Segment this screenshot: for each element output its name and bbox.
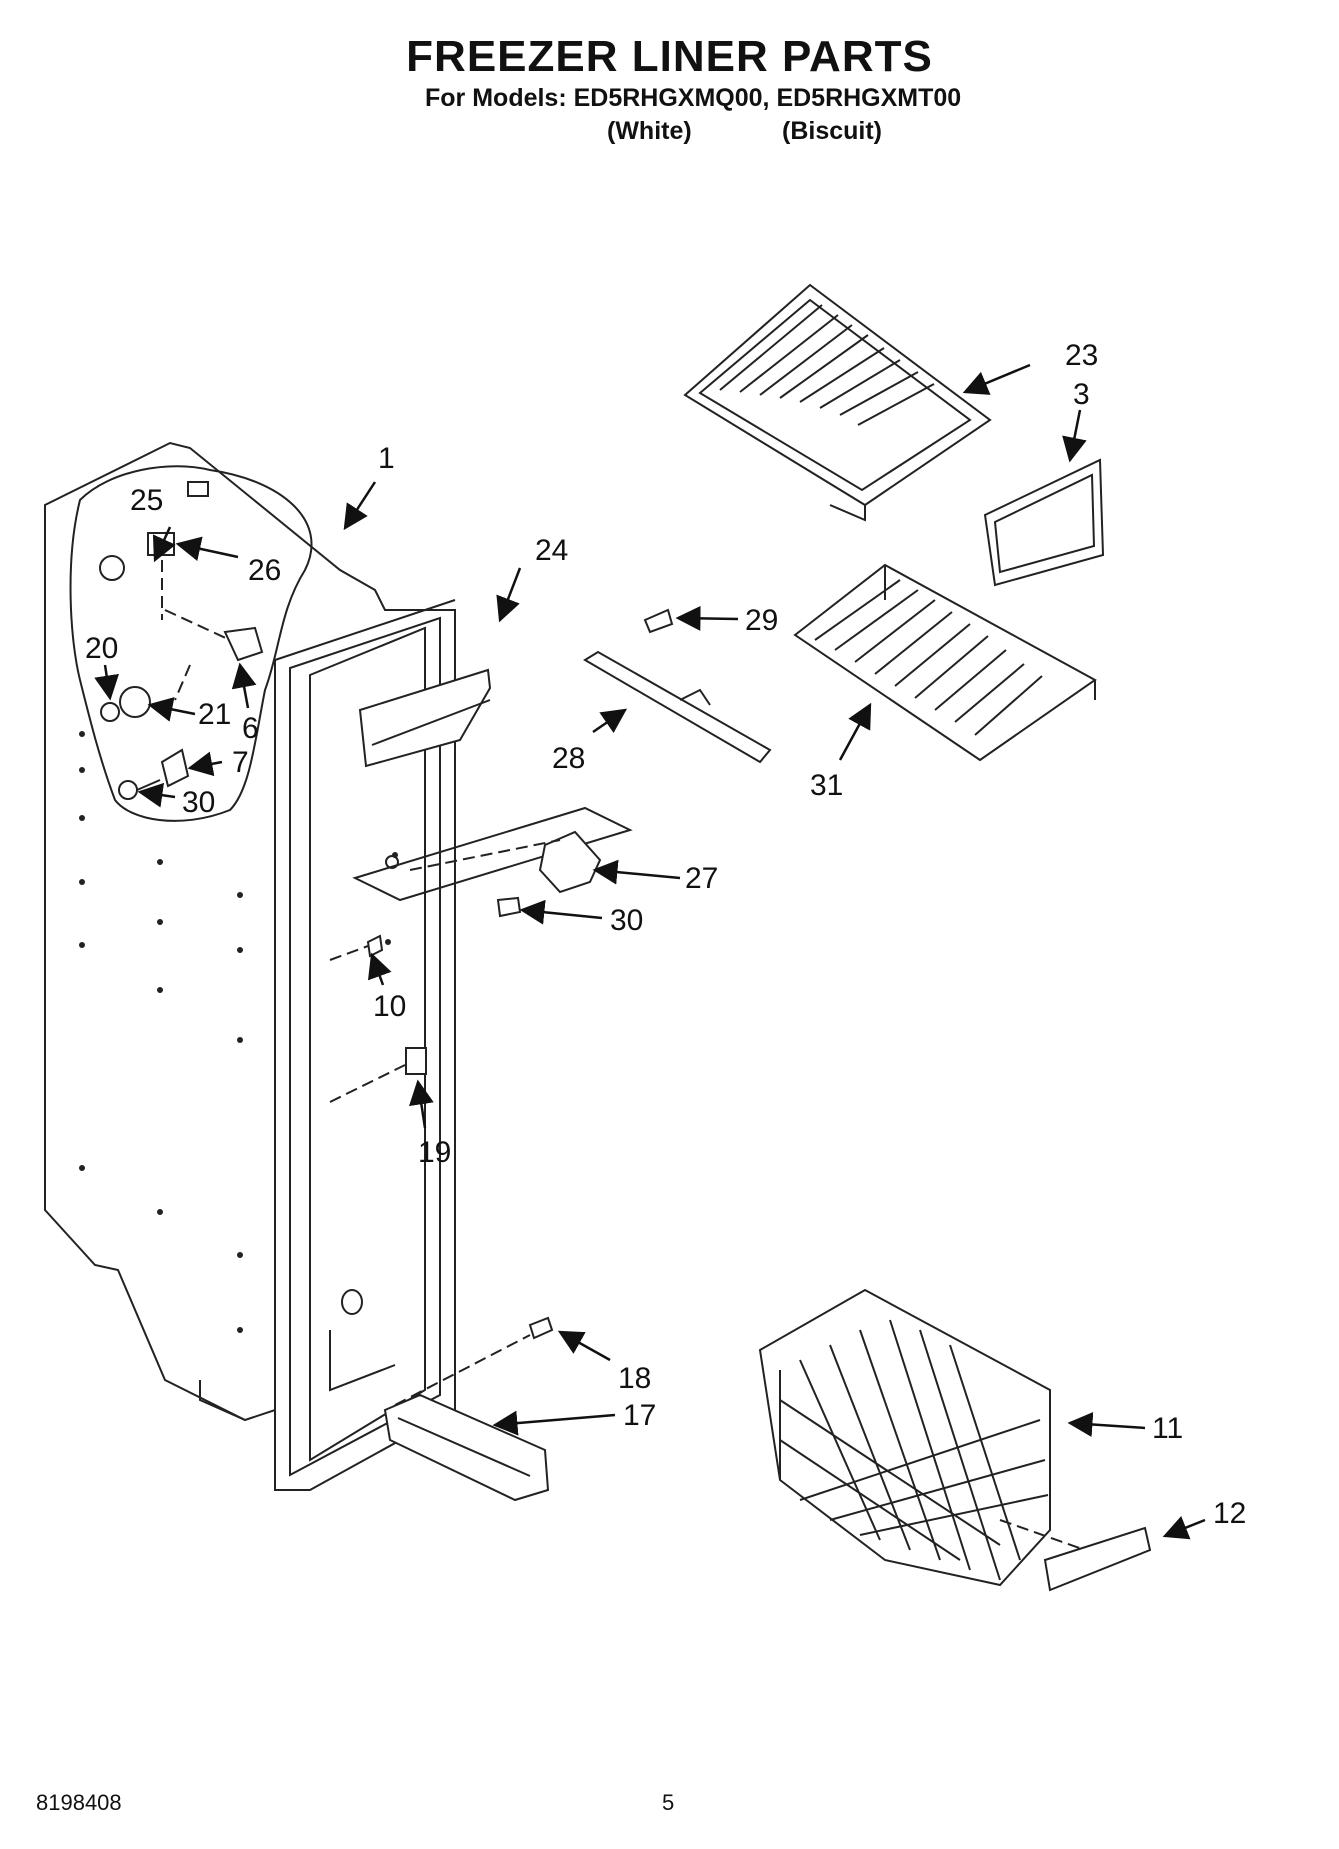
callout-31: 31 [810, 769, 843, 802]
callout-26: 26 [248, 554, 281, 587]
models-line: For Models: ED5RHGXMQ00, ED5RHGXMT00 [425, 84, 962, 112]
callout-1: 1 [378, 442, 395, 475]
callout-19: 19 [418, 1136, 451, 1169]
callout-17: 17 [623, 1399, 656, 1432]
callout-12: 12 [1213, 1497, 1246, 1530]
callout-28: 28 [552, 742, 585, 775]
shelf-support-28 [583, 650, 772, 764]
freezer-liner [44, 441, 456, 1491]
callout-10: 10 [373, 990, 406, 1023]
callout-27: 27 [685, 862, 718, 895]
callout-7: 7 [232, 746, 249, 779]
shelf-trim-3 [983, 458, 1105, 587]
callout-23: 23 [1065, 339, 1098, 372]
callout-21: 21 [198, 698, 231, 731]
callout-30-upper: 30 [182, 786, 215, 819]
callout-18: 18 [618, 1362, 651, 1395]
callout-25: 25 [130, 484, 163, 517]
screw-18 [528, 1316, 554, 1340]
upper-shelf [683, 283, 992, 522]
callout-6: 6 [242, 712, 259, 745]
color-biscuit-label: (Biscuit) [782, 117, 882, 145]
screw-29 [643, 608, 674, 634]
page-number: 5 [662, 1790, 675, 1815]
page-title: FREEZER LINER PARTS [406, 32, 933, 81]
wire-shelf-31 [793, 563, 1097, 762]
callout-11: 11 [1152, 1412, 1183, 1445]
plug-10 [366, 934, 384, 958]
leader-lines [94, 363, 1206, 1540]
callout-29: 29 [745, 604, 778, 637]
callout-24: 24 [535, 534, 568, 567]
callout-30-lower: 30 [610, 904, 643, 937]
freezer-basket [758, 1288, 1086, 1587]
basket-trim-12 [1043, 1526, 1152, 1592]
callout-3: 3 [1073, 378, 1090, 411]
switch-19 [405, 1047, 427, 1075]
callout-20: 20 [85, 632, 118, 665]
light-shield [358, 668, 492, 768]
document-number: 8198408 [36, 1790, 122, 1815]
color-white-label: (White) [607, 117, 692, 145]
control-bracket [352, 806, 633, 918]
